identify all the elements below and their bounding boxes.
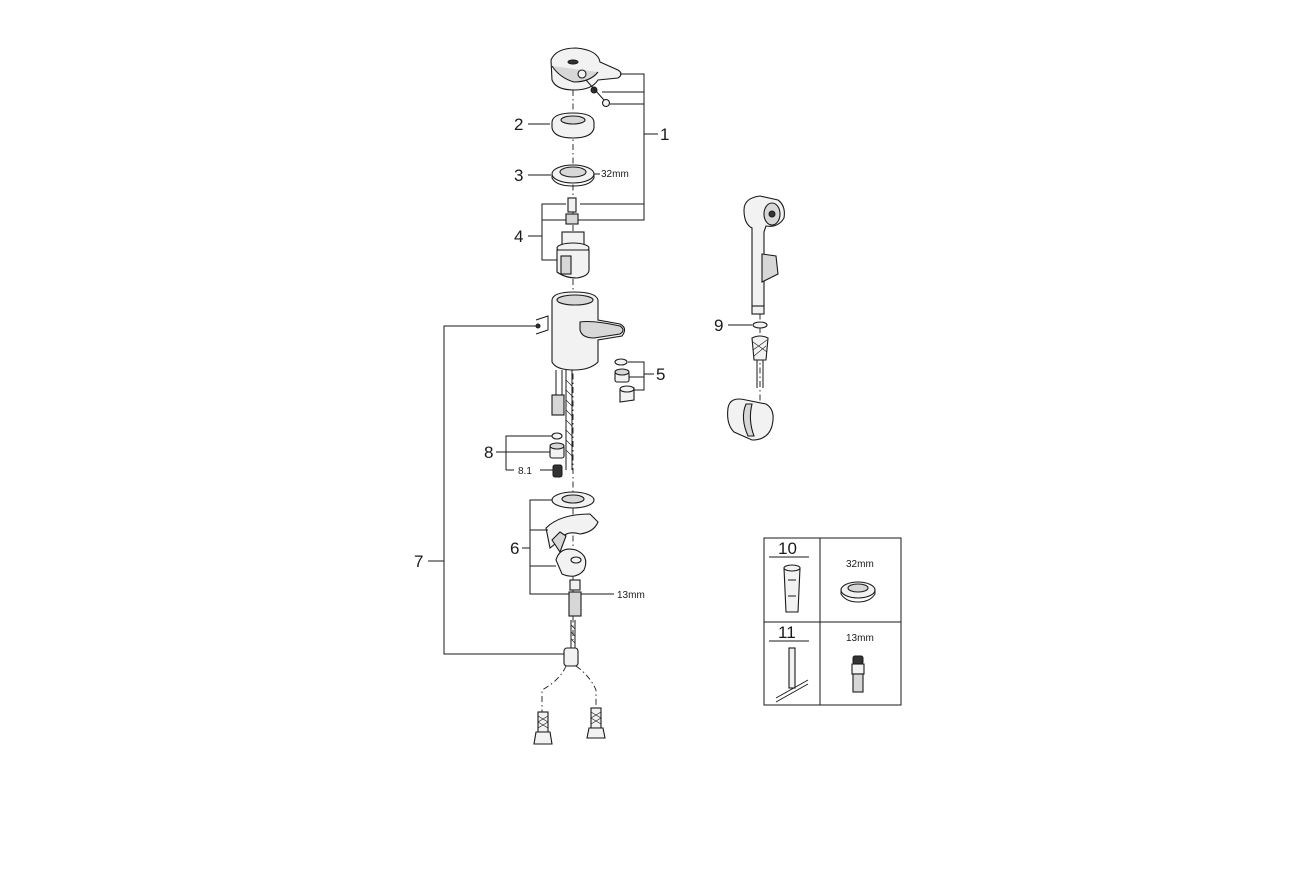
hose-braid (565, 379, 573, 457)
cartridge (556, 197, 590, 279)
accessory-size-13mm: 13mm (846, 633, 874, 644)
dimension-32mm: 32mm (601, 169, 629, 180)
leader-lines (428, 73, 752, 655)
callout-8: 8 (484, 443, 493, 462)
callout-3: 3 (514, 166, 523, 185)
callout-2: 2 (514, 115, 523, 134)
accessory-number-11: 11 (778, 623, 796, 642)
hand-shower (727, 195, 785, 441)
callout-4: 4 (514, 227, 523, 246)
lever-handle (550, 47, 622, 108)
faucet-body (535, 291, 626, 470)
dimension-13mm: 13mm (617, 590, 645, 601)
cover-cap (551, 112, 595, 139)
callout-5: 5 (656, 365, 665, 384)
nut-32mm (551, 164, 595, 187)
nut-32mm-icon (840, 581, 876, 603)
callout-6: 6 (510, 539, 519, 558)
mounting-set (545, 491, 599, 617)
aerator-set (614, 358, 635, 403)
callout-9: 9 (714, 316, 723, 335)
cartridge-tool-icon (783, 564, 801, 613)
accessory-number-10: 10 (778, 539, 797, 558)
supply-hoses (533, 620, 606, 745)
t-key-tool-icon (775, 647, 809, 703)
connector-set (549, 432, 565, 478)
accessory-size-32mm: 32mm (846, 559, 874, 570)
accessory-table: 10 11 32mm 13mm (763, 537, 902, 706)
callout-1: 1 (660, 125, 669, 144)
callout-8-1: 8.1 (518, 466, 532, 477)
callout-7: 7 (414, 552, 423, 571)
nut-13mm-icon (851, 655, 865, 693)
